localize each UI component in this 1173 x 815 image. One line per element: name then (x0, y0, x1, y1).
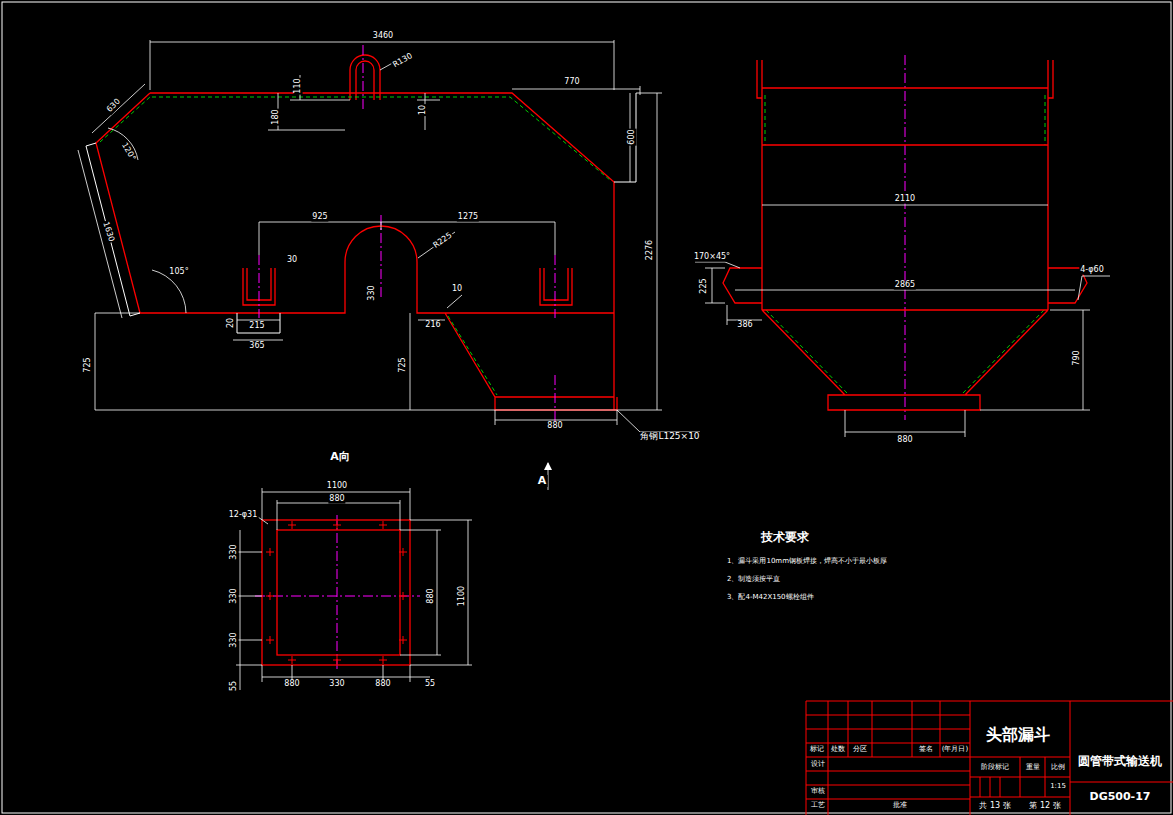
drawing-label: 2276 (646, 239, 655, 261)
drawing-label: 10 (419, 104, 428, 116)
drawing-label: 225 (700, 277, 709, 294)
drawing-label: 3460 (372, 32, 394, 41)
drawing-label: A (537, 475, 548, 487)
drawing-label: 重量 (1025, 764, 1041, 772)
drawing-label: 880 (374, 680, 391, 689)
weld-line (100, 95, 1045, 395)
drawing-label: 技术要求 (760, 531, 810, 544)
drawing-label: 55 (424, 680, 436, 689)
drawing-label: 725 (399, 356, 408, 373)
view-arrow (544, 462, 552, 470)
drawing-label: 1275 (457, 213, 479, 222)
drawing-label: 1630 (100, 220, 115, 244)
hopper-outline (96, 55, 617, 410)
drawing-label: 630 (105, 97, 123, 115)
drawing-label: 4-φ60 (1079, 266, 1104, 275)
dimension-lines (695, 205, 1110, 437)
drawing-label: 审核 (810, 788, 826, 796)
drawing-label: 2、制造须按平直 (726, 576, 781, 584)
drawing-label: 1、漏斗采用10mm钢板焊接，焊高不小于最小板厚 (726, 558, 888, 566)
drawing-label: 105° (168, 268, 189, 277)
drawing-label: 330 (230, 543, 239, 560)
drawing-label: 180 (272, 108, 281, 125)
drawing-label: R130 (391, 51, 415, 70)
drawing-label: 330 (368, 284, 377, 301)
drawing-label: 设计 (810, 761, 826, 769)
drawing-label: 790 (1073, 349, 1082, 366)
drawing-label: 880 (427, 587, 436, 604)
drawing-label: 386 (736, 321, 753, 330)
drawing-label: 2865 (894, 281, 916, 290)
plate-edge (86, 93, 636, 333)
drawing-label: 1100 (458, 585, 467, 607)
drawing-label: 330 (328, 680, 345, 689)
drawing-label: 30 (286, 256, 298, 265)
drawing-label: 批准 (892, 802, 908, 810)
opening-outline (277, 530, 400, 655)
drawing-label: 110 (294, 77, 303, 94)
drawing-label: 分区 (852, 746, 868, 754)
drawing-label: R225 (431, 231, 455, 251)
drawing-label: 12-φ31 (228, 511, 259, 520)
flange-outline (262, 520, 410, 665)
drawing-label: 圆管带式输送机 (1077, 755, 1163, 768)
drawing-label: 330 (230, 631, 239, 648)
drawing-label: 330 (230, 587, 239, 604)
drawing-label: 880 (896, 436, 913, 445)
drawing-label: 170×45° (693, 253, 731, 262)
drawing-label: 880 (546, 422, 563, 431)
drawing-label: 头部漏斗 (985, 726, 1051, 744)
drawing-label: 工艺 (810, 802, 826, 810)
drawing-label: 600 (628, 128, 637, 145)
drawing-label: 阶段标记 (980, 764, 1010, 772)
drawing-label: 第 12 张 (1028, 802, 1061, 811)
drawing-label: 770 (563, 78, 580, 87)
drawing-label: 共 13 张 (978, 802, 1011, 811)
drawing-label: A向 (329, 451, 351, 463)
bolt-holes (266, 521, 407, 664)
dimension-lines (236, 488, 472, 690)
dimension-lines (78, 40, 700, 490)
drawing-label: 880 (328, 495, 345, 504)
drawing-label: 1100 (326, 482, 348, 491)
drawing-label: DG500-17 (1089, 791, 1152, 803)
drawing-label: 1:15 (1049, 783, 1067, 791)
drawing-label: 处数 (830, 746, 846, 754)
drawing-label: 55 (230, 680, 239, 692)
drawing-label: 725 (84, 356, 93, 373)
drawing-label: 880 (283, 680, 300, 689)
drawing-label: 20 (227, 317, 236, 329)
drawing-label: 角钢L125×10 (639, 432, 700, 442)
drawing-label: 比例 (1050, 764, 1066, 772)
drawing-label: 2110 (894, 195, 916, 204)
drawing-label: 120° (119, 141, 137, 164)
drawing-label: 签名 (918, 746, 934, 754)
side-view-outline (723, 60, 1087, 410)
drawing-label: 925 (311, 213, 328, 222)
title-block (806, 701, 1173, 815)
drawing-label: 216 (424, 321, 441, 330)
drawing-label: 365 (248, 342, 265, 351)
drawing-label: 3、配4-M42X150螺栓组件 (726, 594, 815, 602)
drawing-label: 标记 (809, 746, 825, 754)
drawing-label: 215 (248, 322, 265, 331)
drawing-label: 10 (451, 285, 463, 294)
drawing-label: (年月日) (941, 746, 969, 754)
